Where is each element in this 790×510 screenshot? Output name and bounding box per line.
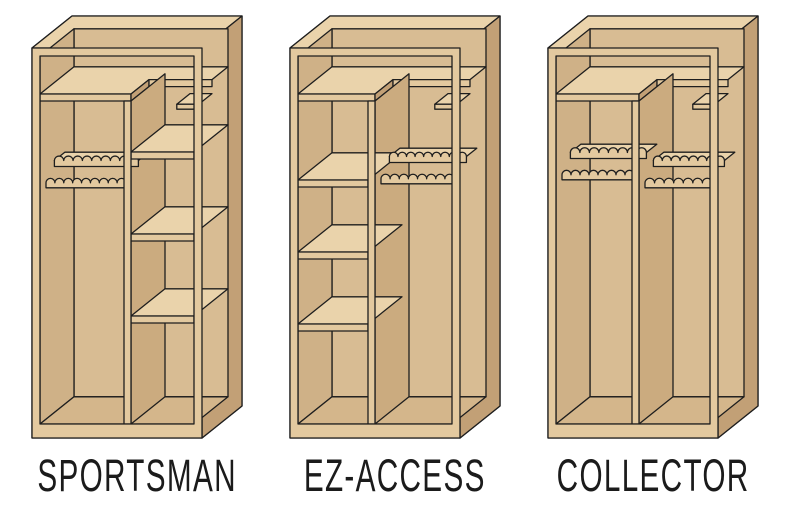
- front-frame: [31, 47, 203, 439]
- gun-rack-front-rail: [561, 169, 635, 181]
- top-shelf-front-edge: [297, 93, 376, 102]
- divider-side: [638, 73, 674, 425]
- ez-access-cabinet-diagram: [289, 15, 501, 439]
- shelf-front-edge: [130, 151, 195, 160]
- shelf-front-edge: [297, 179, 369, 188]
- divider-side: [374, 73, 410, 425]
- shelf-front-edge: [130, 233, 195, 242]
- cabinet-label: SPORTSMAN: [37, 450, 237, 501]
- divider-front-edge: [123, 100, 132, 425]
- gun-rack-front-rail: [45, 177, 127, 189]
- shelf-front-edge: [130, 315, 195, 324]
- top-shelf-front-edge: [39, 93, 132, 102]
- divider-front-edge: [631, 100, 640, 425]
- cabinet-label: EZ-ACCESS: [304, 450, 486, 501]
- front-frame: [547, 47, 719, 439]
- top-shelf-recessed-edge: [392, 78, 471, 88]
- sportsman-cabinet-diagram: [31, 15, 243, 439]
- shelf-front-edge: [297, 251, 369, 260]
- cabinet-figure-collector: COLLECTOR: [528, 4, 778, 502]
- cabinet-label: COLLECTOR: [556, 450, 750, 501]
- divider-front-edge: [367, 100, 376, 425]
- divider-side: [130, 73, 166, 425]
- shelf-front-edge: [297, 323, 369, 332]
- cabinet-figure-ez-access: EZ-ACCESS: [270, 4, 520, 502]
- cabinet-figure-sportsman: SPORTSMAN: [12, 4, 262, 502]
- front-frame: [289, 47, 461, 439]
- gun-rack-front-rail: [644, 177, 713, 189]
- top-shelf-front-edge: [555, 93, 640, 102]
- gun-rack-front-rail: [380, 173, 455, 185]
- collector-cabinet-diagram: [547, 15, 759, 439]
